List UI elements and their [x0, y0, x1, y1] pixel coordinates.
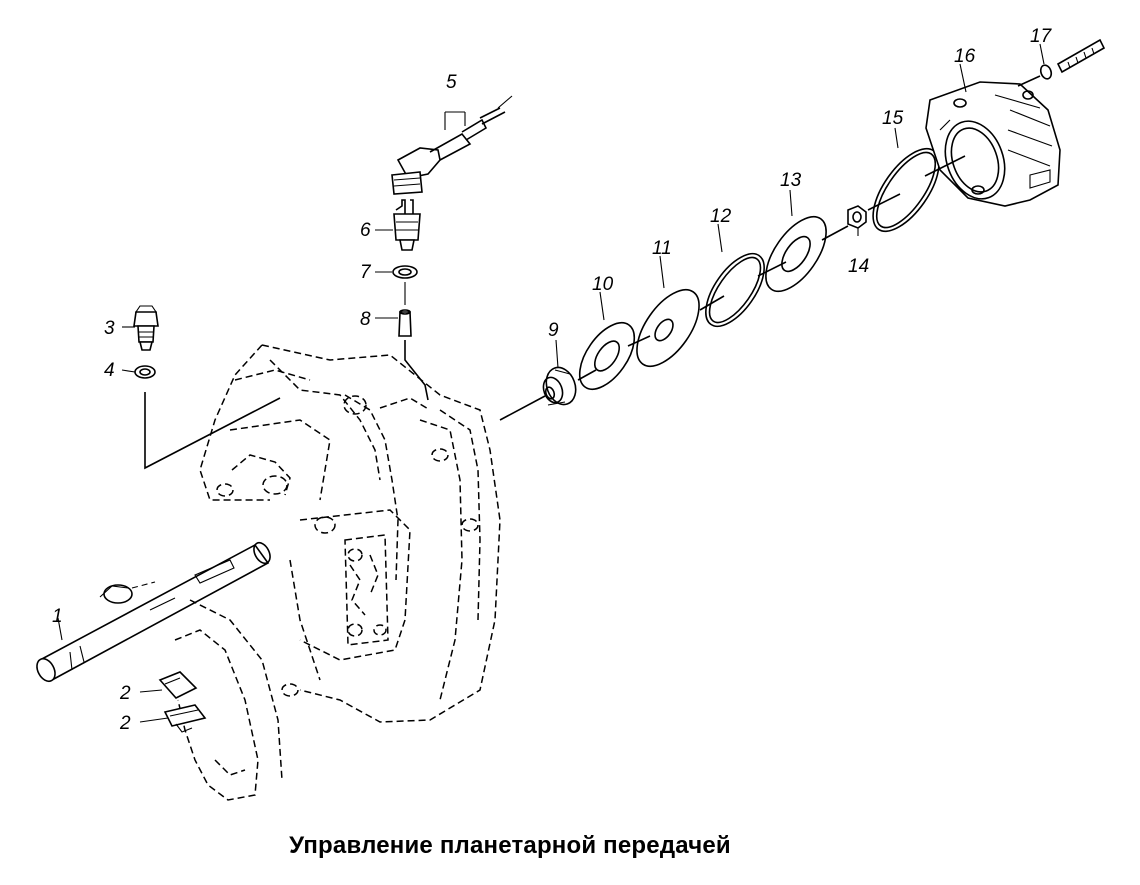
callout-4: 4	[104, 360, 115, 381]
washers-and-rings	[578, 147, 940, 390]
bushing	[542, 366, 577, 406]
callout-2b: 2	[119, 713, 131, 734]
callout-3: 3	[104, 318, 115, 339]
callout-8: 8	[360, 309, 371, 330]
callout-17: 17	[1030, 26, 1053, 47]
callout-5: 5	[446, 72, 457, 93]
sensor-assembly	[391, 95, 513, 401]
callout-9: 9	[548, 320, 559, 341]
screw-and-washer	[1039, 38, 1106, 80]
shift-shaft	[36, 541, 271, 683]
callout-11: 11	[652, 238, 672, 259]
callout-6: 6	[360, 220, 371, 241]
callout-2a: 2	[119, 683, 131, 704]
cover	[925, 81, 1061, 207]
assembly-axis-lines	[499, 75, 1041, 421]
callout-1: 1	[52, 606, 63, 627]
callout-13: 13	[780, 170, 802, 191]
callout-14: 14	[848, 256, 869, 277]
key-plates	[158, 671, 207, 733]
diagram-caption: Управление планетарной передачей	[289, 832, 731, 859]
callout-10: 10	[592, 274, 614, 295]
shift-fork-outline	[174, 599, 283, 801]
gearbox-housing	[199, 344, 501, 723]
leader-lines	[57, 43, 1045, 723]
callout-15: 15	[882, 108, 904, 129]
callout-7: 7	[360, 262, 372, 283]
callout-16: 16	[954, 46, 976, 67]
plug-and-washer	[133, 305, 281, 470]
callout-12: 12	[710, 206, 732, 227]
callout-labels: 1 2 2 3 4 5 6 7 8 9 10 11 12 13 14 15 16…	[52, 26, 1053, 734]
